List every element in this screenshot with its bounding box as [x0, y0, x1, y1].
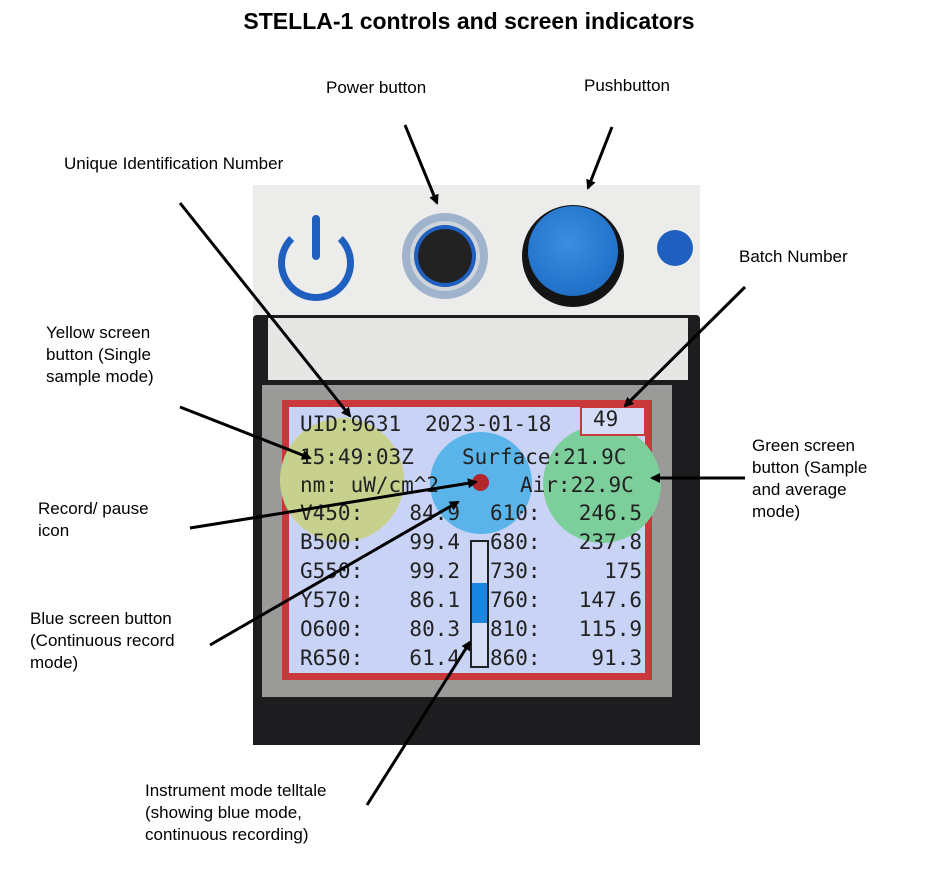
- label-line: mode): [30, 653, 79, 672]
- label-line: Blue screen button: [30, 609, 172, 628]
- label-line: (Continuous record: [30, 631, 175, 650]
- band-value: 175: [604, 559, 642, 583]
- band-value: 99.4: [409, 530, 460, 554]
- band-label: O600:: [300, 617, 364, 641]
- arrow-record: [189, 478, 478, 530]
- arrow-yellow: [179, 405, 312, 460]
- batch-box: [580, 406, 646, 436]
- arrow-pushbutton: [586, 126, 614, 190]
- label-line: mode): [752, 502, 801, 521]
- label-telltale: Instrument mode telltale (showing blue m…: [145, 780, 326, 846]
- arrow-uid: [178, 202, 352, 418]
- power-button-cap[interactable]: [418, 229, 472, 283]
- band-label: 730:: [490, 559, 541, 583]
- power-symbol-line: [312, 215, 320, 260]
- label-line: (showing blue mode,: [145, 803, 302, 822]
- pushbutton-cap[interactable]: [528, 206, 618, 296]
- label-line: Green screen: [752, 436, 855, 455]
- label-line: icon: [38, 521, 70, 540]
- band-value: 91.3: [591, 646, 642, 670]
- label-blue-button: Blue screen button (Continuous record mo…: [30, 608, 175, 674]
- screen-batch-number: 49: [593, 407, 619, 431]
- label-line: and average: [752, 480, 847, 499]
- band-label: Y570:: [300, 588, 364, 612]
- label-green-button: Green screen button (Sample and average …: [752, 435, 867, 523]
- mode-telltale-blue-segment: [472, 583, 487, 623]
- screen-surface-temp: Surface:21.9C: [462, 445, 627, 469]
- green-screen-button[interactable]: [543, 425, 661, 543]
- band-label: 610:: [490, 501, 541, 525]
- band-value: 246.5: [578, 501, 642, 525]
- band-label: 760:: [490, 588, 541, 612]
- band-value: 61.4: [409, 646, 460, 670]
- led-indicator: [657, 230, 693, 266]
- band-value: 99.2: [409, 559, 460, 583]
- arrow-blue: [209, 500, 460, 647]
- label-line: continuous recording): [145, 825, 309, 844]
- band-label: 810:: [490, 617, 541, 641]
- band-label: 680:: [490, 530, 541, 554]
- screen-units: nm: uW/cm^2: [300, 473, 440, 497]
- screen-date: 2023-01-18: [425, 412, 552, 436]
- label-line: Instrument mode telltale: [145, 781, 327, 800]
- label-line: Record/ pause: [38, 499, 149, 518]
- band-value: 80.3: [409, 617, 460, 641]
- band-label: B500:: [300, 530, 364, 554]
- label-batch: Batch Number: [739, 247, 848, 266]
- label-yellow-button: Yellow screen button (Single sample mode…: [46, 322, 154, 388]
- band-value: 237.8: [578, 530, 642, 554]
- band-value: 147.6: [578, 588, 642, 612]
- screen-air-temp: Air:22.9C: [520, 473, 634, 497]
- label-line: sample mode): [46, 367, 154, 386]
- screen-time: 15:49:03Z: [300, 445, 414, 469]
- label-power-button: Power button: [326, 78, 427, 97]
- label-pushbutton: Pushbutton: [584, 76, 671, 95]
- label-line: button (Single: [46, 345, 151, 364]
- yellow-screen-button[interactable]: [280, 418, 404, 542]
- label-line: Yellow screen: [46, 323, 151, 342]
- label-line: button (Sample: [752, 458, 868, 477]
- band-value: 86.1: [409, 588, 460, 612]
- power-symbol-icon: [278, 225, 354, 301]
- label-uid: Unique Identification Number: [64, 154, 284, 173]
- band-label: 860:: [490, 646, 541, 670]
- label-record-icon: Record/ pause icon: [38, 498, 149, 542]
- arrow-batch: [623, 285, 747, 408]
- device-top-lip: [268, 318, 688, 380]
- arrow-telltale: [365, 640, 472, 806]
- band-label: R650:: [300, 646, 364, 670]
- band-value: 115.9: [578, 617, 642, 641]
- diagram-title: STELLA-1 controls and screen indicators: [243, 8, 695, 34]
- arrow-power: [403, 124, 439, 205]
